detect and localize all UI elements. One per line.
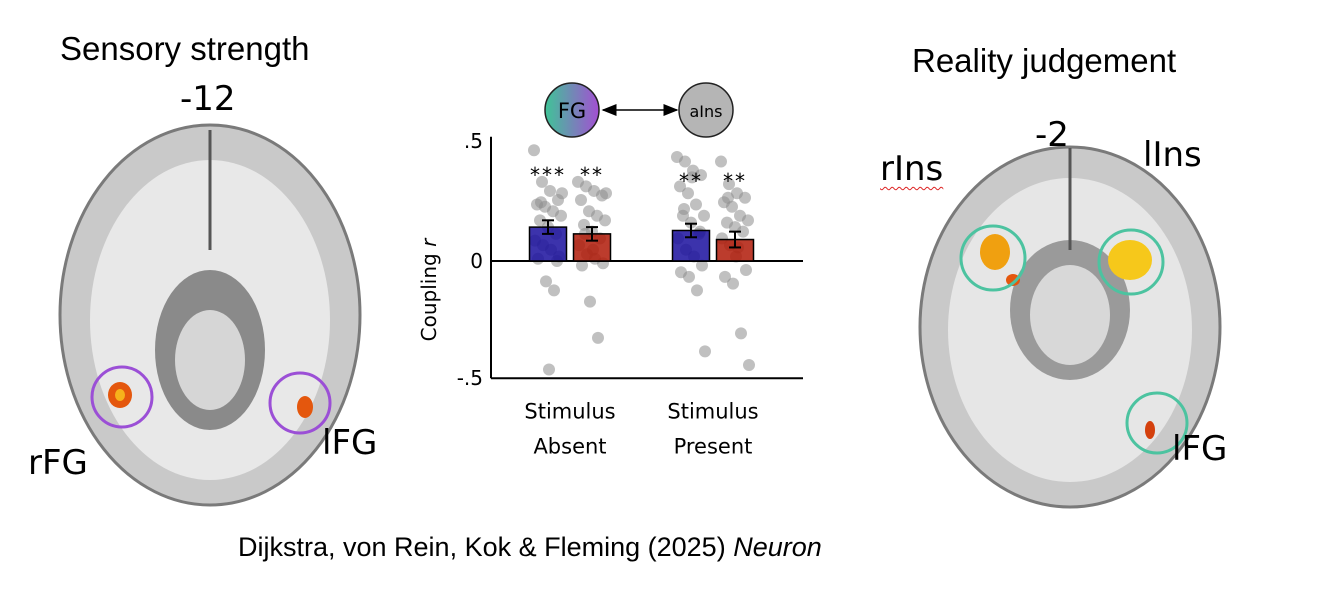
x-tick-label: Present xyxy=(674,434,753,458)
data-point xyxy=(739,191,751,204)
data-point xyxy=(696,259,708,272)
rins-label: rIns xyxy=(880,149,944,189)
lfg-activation xyxy=(297,396,313,418)
data-point xyxy=(743,358,755,371)
data-point xyxy=(544,184,556,197)
data-point xyxy=(679,155,691,168)
rfg-label: rFG xyxy=(28,443,88,483)
y-tick-label: 0 xyxy=(470,249,483,273)
rins-activation xyxy=(980,234,1010,270)
data-point xyxy=(722,191,734,204)
data-point xyxy=(678,203,690,216)
left-panel-title: Sensory strength xyxy=(60,30,310,67)
x-tick-label: Absent xyxy=(533,434,606,458)
data-point xyxy=(715,155,727,168)
right-brain-image xyxy=(918,145,1222,509)
significance-stars: ** xyxy=(679,169,703,193)
data-point xyxy=(699,345,711,358)
data-point xyxy=(592,331,604,344)
rfg-roi-circle xyxy=(90,365,154,429)
y-tick-label: -.5 xyxy=(457,366,483,390)
data-point xyxy=(683,270,695,283)
data-point xyxy=(735,327,747,340)
rins-roi-circle xyxy=(959,224,1027,292)
data-point xyxy=(534,214,546,227)
data-point xyxy=(600,187,612,200)
data-point xyxy=(726,200,738,213)
data-point xyxy=(742,214,754,227)
data-point xyxy=(555,209,567,222)
bar-blue xyxy=(528,226,568,262)
data-point xyxy=(695,169,707,182)
x-tick-label: Stimulus xyxy=(524,399,615,423)
fg-node xyxy=(544,82,600,138)
lfg-roi-circle-right xyxy=(1125,391,1189,455)
data-point xyxy=(556,187,568,200)
data-point xyxy=(599,214,611,227)
data-point xyxy=(690,198,702,211)
coupling-bar-chart: FG aIns .50-.5*********StimulusAbsentSti… xyxy=(417,82,803,458)
data-point xyxy=(737,225,749,238)
lins-activation xyxy=(1108,240,1152,280)
data-point xyxy=(727,277,739,290)
data-point xyxy=(691,284,703,297)
data-point xyxy=(540,275,552,288)
lfg-label-right: lFG xyxy=(1172,429,1228,469)
significance-stars: *** xyxy=(530,163,566,187)
data-point xyxy=(674,180,686,193)
data-point xyxy=(698,209,710,222)
data-point xyxy=(682,187,694,200)
ains-node-label: aIns xyxy=(690,102,723,121)
left-brain-image xyxy=(58,123,362,507)
ains-node xyxy=(678,82,734,138)
data-point xyxy=(536,175,548,188)
lfg-roi-circle xyxy=(268,371,332,435)
right-slice-label: -2 xyxy=(1035,115,1069,155)
data-point xyxy=(576,259,588,272)
lins-label: lIns xyxy=(1143,135,1202,175)
y-axis-label: Coupling r xyxy=(417,237,441,341)
data-point xyxy=(719,270,731,283)
lfg-activation-right xyxy=(1145,421,1155,439)
lfg-label: lFG xyxy=(322,423,378,463)
data-point xyxy=(740,264,752,277)
x-tick-label: Stimulus xyxy=(667,399,758,423)
significance-stars: ** xyxy=(723,169,747,193)
citation-journal: Neuron xyxy=(733,532,822,562)
significance-stars: ** xyxy=(580,163,604,187)
data-point xyxy=(685,216,697,229)
citation: Dijkstra, von Rein, Kok & Fleming (2025)… xyxy=(238,532,822,563)
data-point xyxy=(528,144,540,157)
data-point xyxy=(584,295,596,308)
fg-node-label: FG xyxy=(558,99,586,123)
data-point xyxy=(535,196,547,209)
data-point xyxy=(543,363,555,376)
data-point xyxy=(723,178,735,191)
data-point xyxy=(686,171,698,184)
left-slice-label: -12 xyxy=(180,79,236,119)
lins-roi-circle xyxy=(1097,228,1165,296)
citation-authors: Dijkstra, von Rein, Kok & Fleming (2025) xyxy=(238,532,734,562)
right-panel-title: Reality judgement xyxy=(912,42,1177,79)
y-tick-label: .5 xyxy=(464,129,483,153)
data-point xyxy=(548,284,560,297)
data-point xyxy=(575,193,587,206)
connectivity-diagram: FG aIns xyxy=(544,82,734,138)
